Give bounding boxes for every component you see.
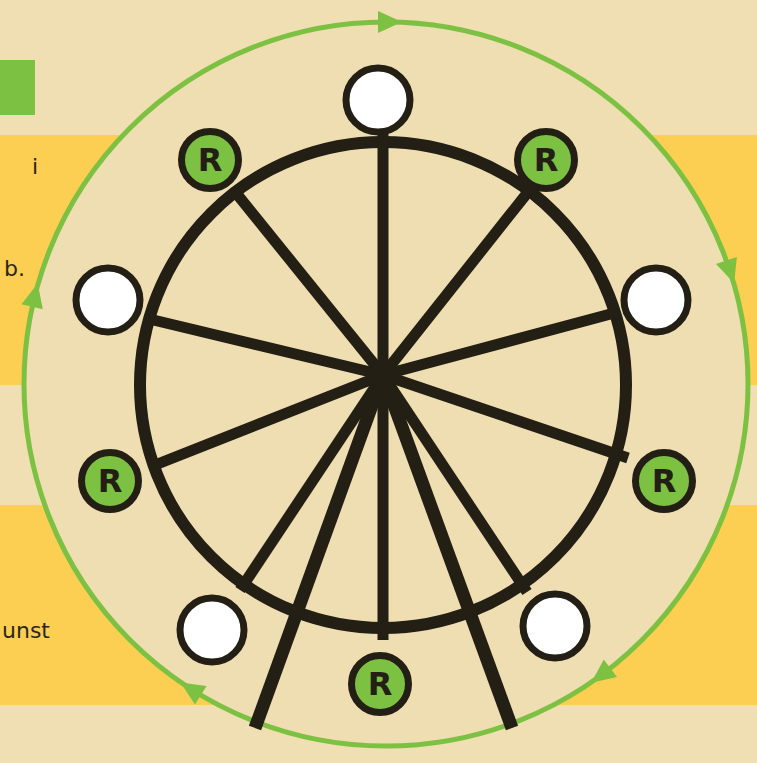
gondola-circle xyxy=(82,453,139,510)
occupied-gondola: R xyxy=(632,449,696,513)
arrow-head xyxy=(716,257,745,287)
spoke xyxy=(378,375,389,640)
gondola-letter: R xyxy=(368,668,393,700)
spoke xyxy=(383,375,628,458)
arrow-head xyxy=(21,281,48,309)
occupied-gondola: R xyxy=(348,652,412,716)
gondola-letter: R xyxy=(652,465,677,497)
empty-gondola xyxy=(523,594,587,658)
gondola-circle xyxy=(352,656,409,713)
wheel-hub xyxy=(369,361,397,389)
arrow-head xyxy=(585,659,617,691)
gondola-circle xyxy=(636,453,693,510)
gondola-circle xyxy=(182,132,239,189)
empty-gondola xyxy=(624,268,688,332)
occupied-gondola: R xyxy=(178,128,242,192)
cut-off-text: b. xyxy=(4,258,25,280)
empty-gondola xyxy=(346,68,410,132)
gondola-letter: R xyxy=(534,144,559,176)
empty-gondolas xyxy=(76,68,688,662)
green-tab xyxy=(0,60,35,115)
gondola-letter: R xyxy=(198,144,223,176)
wheel-rim xyxy=(140,142,626,628)
rotation-arrows xyxy=(21,11,744,705)
empty-gondola xyxy=(180,598,244,662)
gondola-circle xyxy=(518,132,575,189)
gondola-letter: R xyxy=(98,465,123,497)
arrow-head xyxy=(378,11,402,33)
spoke xyxy=(383,312,618,375)
spoke xyxy=(378,130,389,375)
cut-off-text: i xyxy=(32,156,38,178)
cut-off-text: unst xyxy=(2,620,50,642)
rotation-ring xyxy=(24,22,748,746)
occupied-gondola: R xyxy=(514,128,578,192)
spoke xyxy=(145,318,383,375)
empty-gondola xyxy=(76,268,140,332)
arrow-head xyxy=(175,673,207,704)
occupied-gondola: R xyxy=(78,449,142,513)
